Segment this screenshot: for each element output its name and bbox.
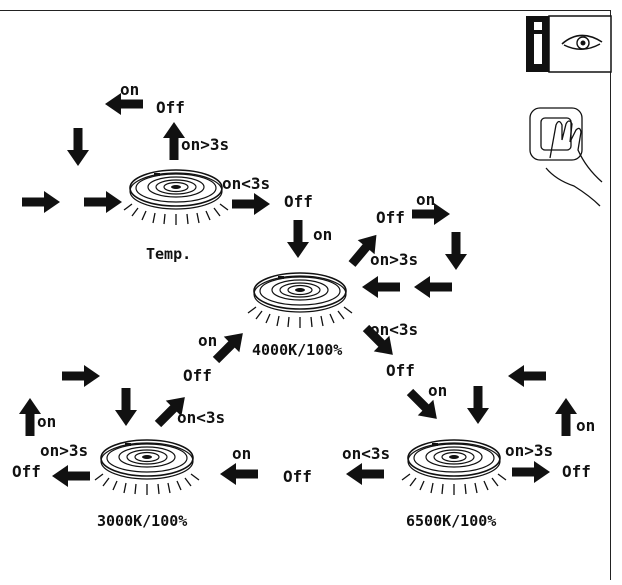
label-on: on bbox=[120, 80, 140, 99]
lamp-6500k bbox=[401, 439, 507, 496]
lamp-4000k bbox=[247, 272, 353, 329]
lamp-caption-6500k: 6500K/100% bbox=[406, 512, 497, 530]
arrow bbox=[220, 463, 258, 485]
arrow bbox=[512, 461, 550, 483]
lamp-temp bbox=[123, 169, 229, 226]
label-on: on bbox=[232, 444, 252, 463]
label-off: Off bbox=[12, 462, 41, 481]
label-on-gt-3s: on>3s bbox=[40, 441, 89, 460]
arrow bbox=[555, 398, 577, 436]
lamp-caption-3000k: 3000K/100% bbox=[97, 512, 188, 530]
label-on-lt-3s: on<3s bbox=[370, 320, 419, 339]
arrow bbox=[508, 365, 546, 387]
label-on: on bbox=[37, 412, 57, 431]
arrow bbox=[414, 276, 452, 298]
label-on: on bbox=[416, 190, 436, 209]
arrow bbox=[62, 365, 100, 387]
hand-pressing-switch-icon bbox=[529, 107, 603, 207]
label-off: Off bbox=[562, 462, 591, 481]
label-off: Off bbox=[386, 361, 415, 380]
label-off: Off bbox=[283, 467, 312, 486]
arrow bbox=[52, 465, 90, 487]
arrow bbox=[287, 220, 309, 258]
label-on-gt-3s: on>3s bbox=[370, 250, 419, 269]
arrow bbox=[467, 386, 489, 424]
arrow bbox=[84, 191, 122, 213]
arrow bbox=[232, 193, 270, 215]
label-off: Off bbox=[183, 366, 212, 385]
arrow bbox=[22, 191, 60, 213]
label-on: on bbox=[198, 331, 218, 350]
label-off: Off bbox=[156, 98, 185, 117]
arrow bbox=[346, 463, 384, 485]
label-off: Off bbox=[376, 208, 405, 227]
label-on: on bbox=[428, 381, 448, 400]
label-on-lt-3s: on<3s bbox=[222, 174, 271, 193]
diagram-frame bbox=[0, 10, 611, 580]
label-on: on bbox=[576, 416, 596, 435]
label-on-lt-3s: on<3s bbox=[177, 408, 226, 427]
label-on-gt-3s: on>3s bbox=[181, 135, 230, 154]
eye-icon bbox=[526, 15, 612, 73]
label-on-lt-3s: on<3s bbox=[342, 444, 391, 463]
arrow bbox=[67, 128, 89, 166]
arrow bbox=[362, 276, 400, 298]
lamp-caption-temp: Temp. bbox=[146, 245, 192, 263]
label-off: Off bbox=[284, 192, 313, 211]
lamp-3000k bbox=[94, 439, 200, 496]
lamp-caption-4000k: 4000K/100% bbox=[252, 341, 343, 359]
arrow bbox=[115, 388, 137, 426]
label-on-gt-3s: on>3s bbox=[505, 441, 554, 460]
arrow bbox=[445, 232, 467, 270]
label-on: on bbox=[313, 225, 333, 244]
